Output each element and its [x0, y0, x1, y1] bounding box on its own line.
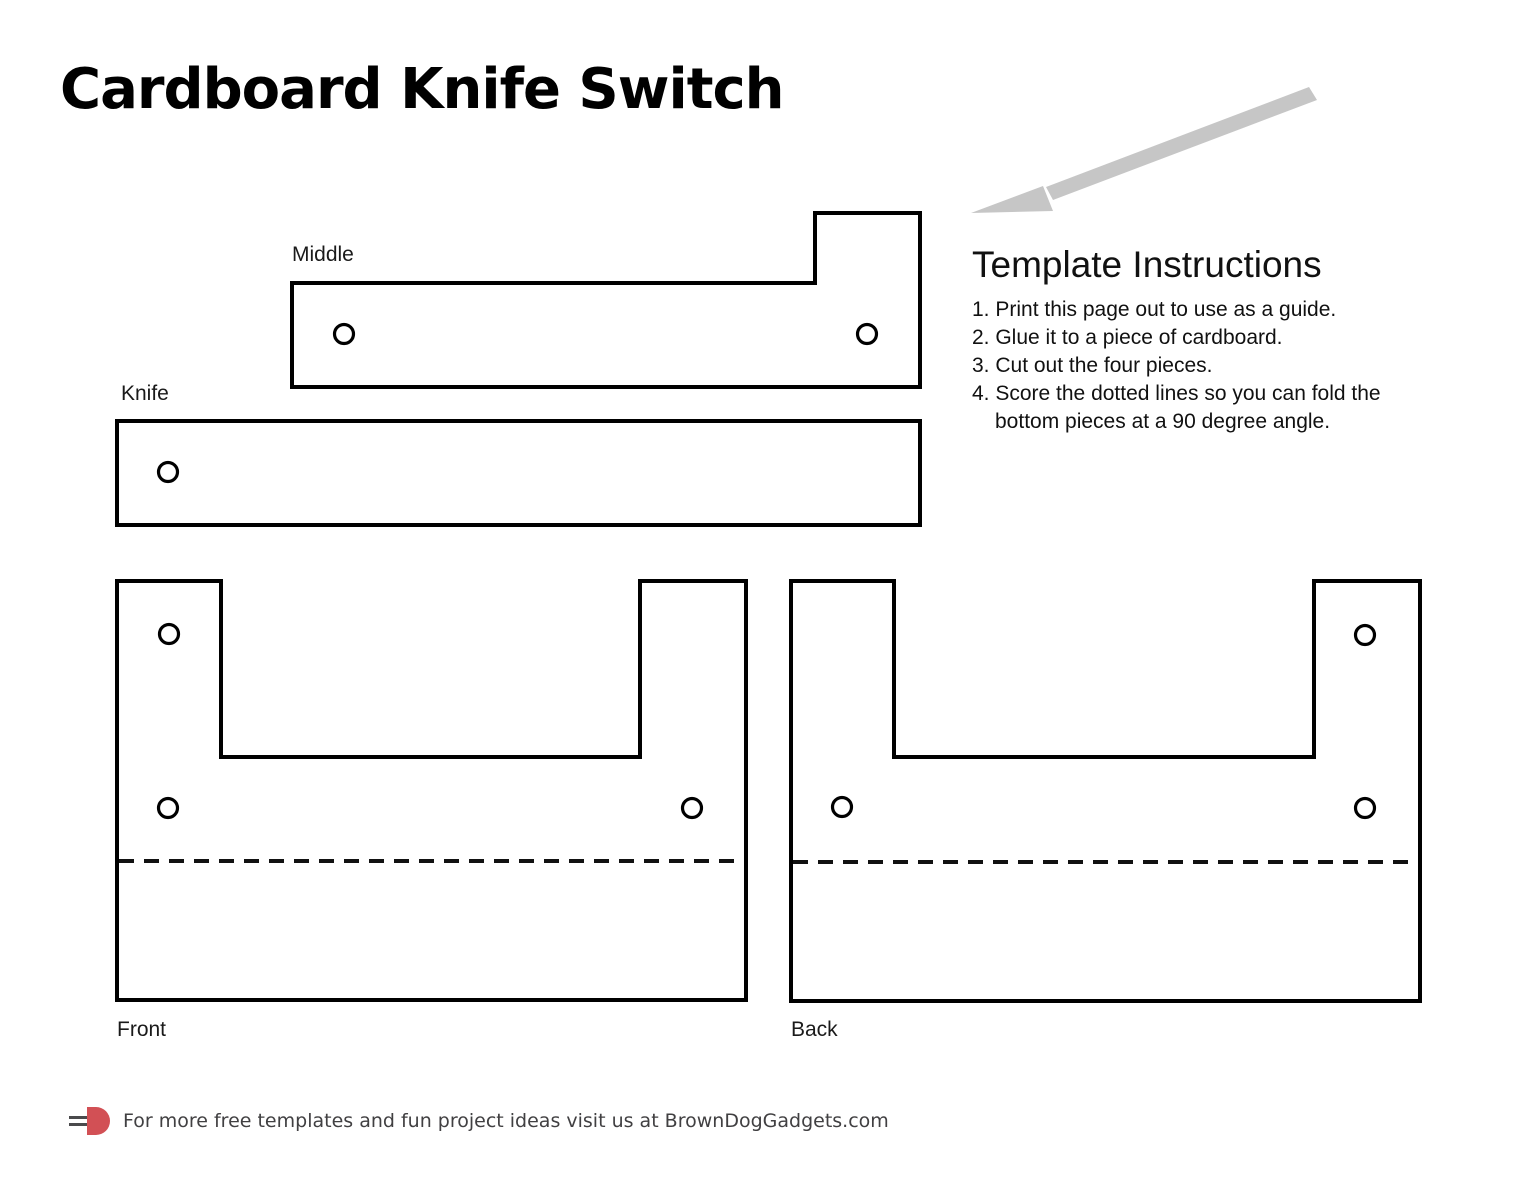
front-piece-outline: [115, 579, 748, 1002]
arrow-head-icon: [971, 186, 1053, 213]
instruction-step-2: 2. Glue it to a piece of cardboard.: [972, 326, 1283, 349]
instruction-step-4: 4. Score the dotted lines so you can fol…: [972, 382, 1381, 433]
led-wire-top: [69, 1116, 94, 1119]
front-hole-mid-right: [680, 796, 704, 820]
instruction-step-1: 1. Print this page out to use as a guide…: [972, 298, 1337, 321]
label-knife: Knife: [121, 382, 169, 405]
front-piece-shape: [115, 579, 748, 1002]
front-hole-mid-left: [156, 796, 180, 820]
back-hole-mid-right: [1353, 796, 1377, 820]
led-icon: [69, 1107, 110, 1135]
back-piece-outline: [789, 579, 1422, 1003]
label-front: Front: [117, 1018, 167, 1041]
led-wire-bottom: [69, 1123, 94, 1126]
middle-hole-right: [855, 322, 879, 346]
back-hole-top-right: [1353, 623, 1377, 647]
footer-text: For more free templates and fun project …: [123, 1110, 889, 1132]
pointer-arrow: [971, 87, 1317, 213]
knife-piece-outline: [115, 419, 922, 527]
knife-piece-shape: [115, 419, 922, 527]
instructions-panel: Template Instructions 1. Print this page…: [972, 244, 1412, 436]
led-body: [87, 1107, 110, 1135]
middle-piece-shape: [290, 211, 922, 389]
front-hole-top-left: [157, 622, 181, 646]
instructions-heading: Template Instructions: [972, 244, 1322, 285]
page-title: Cardboard Knife Switch: [60, 57, 785, 122]
middle-hole-left: [332, 322, 356, 346]
footer: For more free templates and fun project …: [68, 1103, 889, 1139]
label-back: Back: [791, 1018, 838, 1041]
arrow-shaft: [1046, 87, 1317, 200]
middle-piece-outline: [290, 211, 922, 389]
instruction-step-3: 3. Cut out the four pieces.: [972, 354, 1213, 377]
knife-hole: [156, 460, 180, 484]
back-piece-shape: [789, 579, 1422, 1003]
back-hole-mid-left: [830, 795, 854, 819]
label-middle: Middle: [292, 243, 354, 266]
